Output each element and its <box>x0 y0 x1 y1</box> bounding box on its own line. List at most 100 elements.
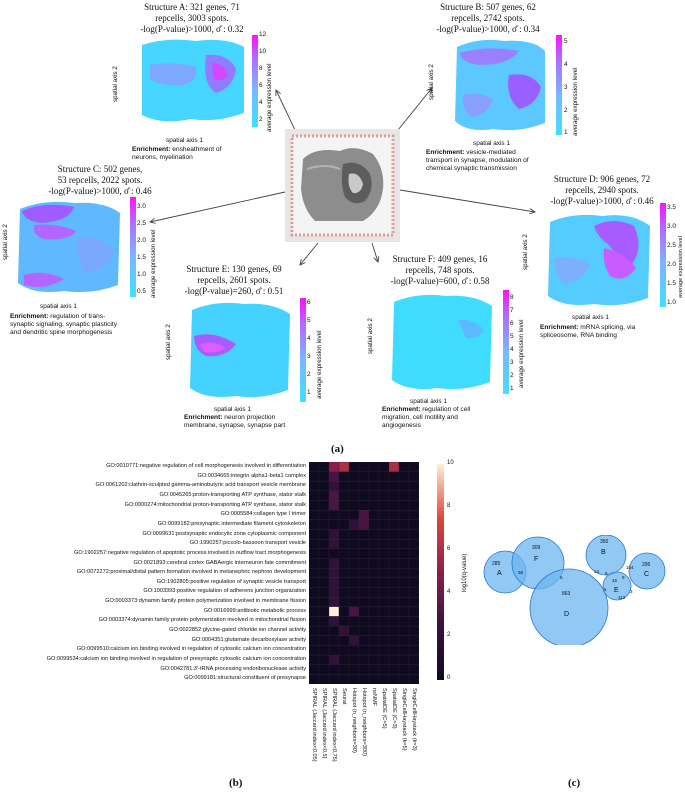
heatmap-cell <box>408 568 419 578</box>
heatmap-cell <box>368 519 380 530</box>
heatmap-cell <box>338 519 350 530</box>
heatmap-cell <box>398 529 410 540</box>
heatmap-cell <box>408 529 419 540</box>
structure-e-tick: 3 <box>307 353 311 360</box>
heatmap-cell <box>398 577 410 588</box>
heatmap-cell <box>378 577 390 588</box>
structure-f-enrichment-line: angiogenesis <box>382 422 421 430</box>
heatmap-cell <box>368 674 380 684</box>
heatmap-cell <box>348 625 360 636</box>
heatmap-cell <box>358 500 370 511</box>
heatmap-cell <box>338 674 350 684</box>
heatmap-column-label: SpatialDE (C=5) <box>381 688 387 729</box>
structure-a-enrichment-line: ensheathment of <box>170 146 222 153</box>
structure-d-tick: 2.0 <box>667 261 676 268</box>
venn-circle-c <box>628 552 666 590</box>
heatmap-row-label: GO:0004351:glutamate decarboxylase activ… <box>191 636 306 643</box>
heatmap-cell <box>318 596 330 607</box>
structure-f-tick: 8 <box>510 294 514 301</box>
venn-label-a: A <box>497 570 502 577</box>
heatmap-cell <box>358 558 370 569</box>
heatmap-cell <box>368 481 380 492</box>
heatmap-column-label: Hotspot (n_neighbors=300) <box>361 688 367 756</box>
heatmap-cell <box>388 635 400 646</box>
heatmap-cell <box>348 490 360 501</box>
heatmap-cell <box>358 568 370 578</box>
structure-e-spatial-map <box>186 298 294 402</box>
heatmap-cell <box>348 664 360 675</box>
heatmap-cell <box>348 596 360 607</box>
structure-b-yaxis: spatial axis 2 <box>428 58 438 138</box>
heatmap-cell <box>348 558 360 569</box>
venn-label-e: E <box>614 587 619 594</box>
heatmap-cell <box>378 519 390 530</box>
heatmap-cell <box>318 510 330 521</box>
heatmap-cell <box>388 654 400 665</box>
heatmap-cell <box>328 587 340 598</box>
arrow-to-b <box>397 88 432 131</box>
structure-d-tick: 1.5 <box>667 280 676 287</box>
heatmap-cell <box>338 558 350 569</box>
heatmap-cell <box>378 490 390 501</box>
heatmap-cell <box>378 587 390 598</box>
heatmap-cell <box>378 500 390 511</box>
heatmap-cell <box>309 587 320 598</box>
venn-overlap: 14 <box>594 569 600 574</box>
heatmap-cell <box>378 548 390 559</box>
heatmap-cell <box>388 481 400 492</box>
heatmap-cell <box>398 490 410 501</box>
heatmap-cell <box>318 587 330 598</box>
structure-f-tick: 7 <box>510 307 514 314</box>
heatmap-cell <box>398 481 410 492</box>
venn-overlap: 3 <box>630 589 633 594</box>
heatmap-column-label: SPIRAL (Jaccard index<0.5) <box>321 688 327 759</box>
heatmap-cell <box>408 616 419 627</box>
heatmap-cell <box>398 558 410 569</box>
heatmap-cell <box>408 645 419 656</box>
heatmap-cell <box>408 490 419 501</box>
structure-f-enrichment: Enrichment: regulation of cell migration… <box>382 406 522 431</box>
structure-b-colorbar-label: average expression level <box>572 67 579 136</box>
heatmap-cell <box>318 500 330 511</box>
center-tissue-image <box>285 129 400 242</box>
heatmap-cell <box>398 500 410 511</box>
heatmap-cell <box>408 625 419 636</box>
heatmap-cell <box>378 664 390 675</box>
heatmap-cell <box>398 654 410 665</box>
structure-a-colorbar-label-wrap: average expression level <box>266 38 276 138</box>
heatmap-cell <box>388 606 400 617</box>
heatmap-cell <box>378 481 390 492</box>
structure-b-enrichment-label: Enrichment: <box>426 149 465 156</box>
heatmap-row-label: GO:0016999:antibiotic metabolic process <box>203 607 306 614</box>
heatmap-cell <box>388 539 400 550</box>
heatmap-cell <box>338 462 350 472</box>
structure-f-tick: 2 <box>510 372 514 379</box>
heatmap-cell <box>318 577 330 588</box>
structure-d-title-line2: repcells, 2940 spots. <box>565 185 639 195</box>
heatmap-cell <box>388 462 400 472</box>
structure-e-colorbar-ticks: 6 5 4 3 2 1 <box>307 299 317 403</box>
structure-c-tick: 0.5 <box>137 288 146 295</box>
heatmap-cell <box>398 510 410 521</box>
heatmap-cell <box>348 471 360 482</box>
heatmap-cell <box>408 481 419 492</box>
structure-d-enrichment-label: Enrichment: <box>540 324 579 331</box>
structure-d-yaxis-label: spatial axis 2 <box>522 234 529 270</box>
heatmap-cell <box>328 606 340 617</box>
structure-e-enrichment-line: membrane, synapse, synapse part <box>184 422 286 430</box>
heatmap-cell <box>398 606 410 617</box>
heatmap-cell <box>408 462 419 472</box>
heatmap-cell <box>338 606 350 617</box>
heatmap-cell <box>398 625 410 636</box>
structure-b-colorbar-ticks: 5 4 3 2 1 <box>564 38 574 138</box>
heatmap-row-label: GO:0022852:glycine-gated chloride ion ch… <box>169 627 306 634</box>
heatmap-cell <box>318 558 330 569</box>
heatmap-cell <box>328 664 340 675</box>
heatmap-column-label: SingleCellHaystack (k=3) <box>411 688 417 751</box>
structure-e-title: Structure E: 130 genes, 69 repcells, 260… <box>164 264 304 297</box>
structure-a-enrichment-line: neurons, myelination <box>132 154 193 162</box>
heatmap-cell <box>338 654 350 665</box>
venn-overlap: 8 <box>605 571 608 576</box>
structure-b-tick: 2 <box>564 107 568 114</box>
heatmap-cell <box>348 587 360 598</box>
